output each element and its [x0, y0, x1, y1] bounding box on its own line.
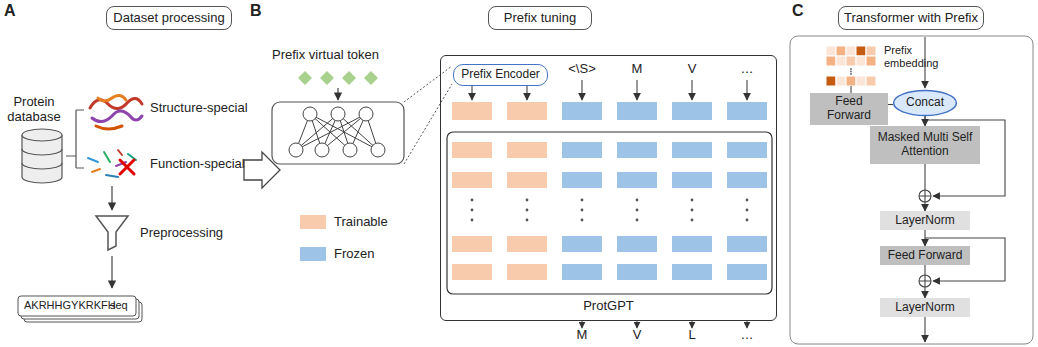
annotation-text: Function-special	[150, 157, 245, 172]
panel-letter: B	[250, 2, 262, 20]
section-title: Dataset processing	[106, 6, 232, 30]
section-title: Prefix tuning	[488, 6, 592, 30]
residual-lines	[925, 37, 1005, 342]
connector	[888, 104, 893, 105]
legend-swatch	[300, 247, 326, 261]
node-text: Transformer with Prefix	[844, 11, 978, 26]
legend-text: Trainable	[334, 214, 388, 229]
annotation-text: Structure-special	[150, 101, 248, 116]
token-text: <\S>	[568, 62, 595, 77]
output-arrows	[582, 321, 747, 328]
sequence-stack	[18, 296, 142, 322]
legend-row: Trainable	[300, 214, 388, 229]
token-text: V	[633, 328, 642, 343]
panel-letter: C	[792, 2, 804, 20]
connector	[924, 164, 925, 211]
node-text: LayerNorm	[895, 214, 954, 228]
annotation-text: AKRHHGYKRKFH	[24, 299, 116, 312]
function-fragments	[88, 150, 136, 177]
funnel-icon	[96, 216, 128, 250]
token-text: …	[741, 62, 754, 77]
protein-structure	[90, 95, 142, 129]
connector	[924, 230, 925, 246]
mlp-icon	[289, 107, 385, 157]
token-grid	[452, 102, 767, 280]
annotation-text: Prefix embedding	[884, 44, 954, 69]
token-text: M	[632, 62, 643, 77]
token-text: L	[688, 328, 695, 343]
node-text: Dataset processing	[113, 11, 224, 26]
token-text: …	[741, 328, 754, 343]
process-box: Feed Forward	[810, 93, 888, 125]
node-text: Feed Forward	[815, 95, 883, 123]
virtual-token	[298, 71, 378, 85]
node-text: Prefix Encoder	[461, 68, 540, 82]
token-text: M	[577, 328, 588, 343]
concat-ellipse: Concat	[893, 90, 957, 116]
node-text: ProtGPT	[441, 299, 776, 314]
node-text: Prefix tuning	[504, 11, 576, 26]
annotation-text: Protein database	[2, 95, 66, 125]
token-text: V	[688, 62, 697, 77]
annotation-text: seq	[110, 299, 128, 312]
panel-letter: A	[4, 2, 16, 20]
process-box: Masked Multi Self Attention	[870, 126, 980, 164]
section-title: Transformer with Prefix	[838, 6, 984, 30]
prefix-embedding	[826, 46, 876, 86]
annotation-text: Prefix virtual token	[272, 48, 379, 63]
legend-row: Frozen	[300, 246, 374, 261]
process-box: Feed Forward	[880, 246, 970, 265]
node-text: LayerNorm	[895, 301, 954, 315]
connector	[924, 116, 925, 126]
legend-swatch	[300, 215, 326, 229]
norm-box: LayerNorm	[880, 298, 970, 317]
model-box: ProtGPT Prefix Encoder	[440, 55, 777, 321]
annotation-text: Preprocessing	[140, 226, 223, 241]
database-icon	[22, 129, 62, 183]
encoder-box: Prefix Encoder	[453, 64, 548, 86]
node-text: Masked Multi Self Attention	[875, 131, 975, 159]
norm-box: LayerNorm	[880, 211, 970, 230]
node-text: Feed Forward	[888, 249, 963, 263]
node-text: Concat	[906, 96, 944, 110]
legend-text: Frozen	[334, 246, 374, 261]
